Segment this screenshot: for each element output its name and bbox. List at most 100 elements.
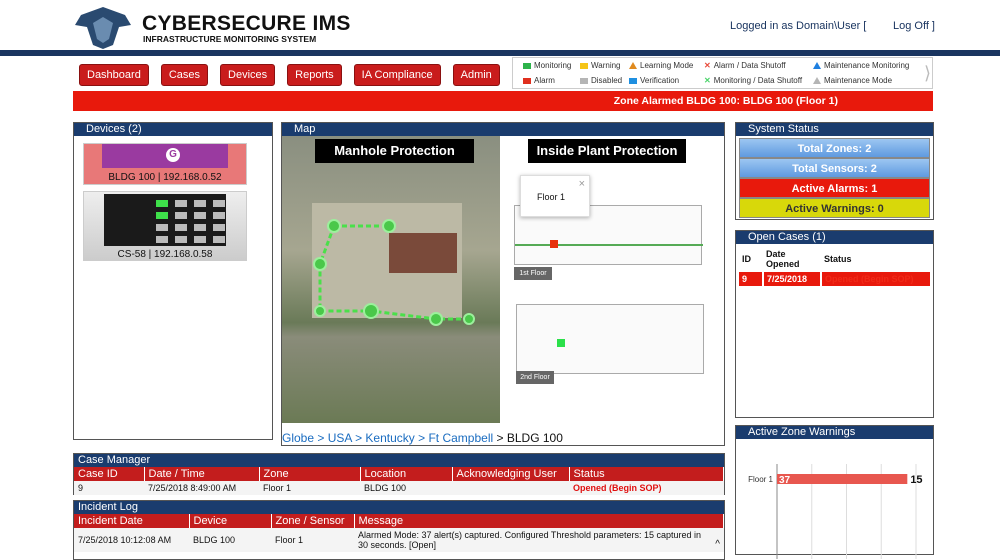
x-alarm-data-shutoff-icon: ✕: [704, 61, 711, 70]
nav-cases[interactable]: Cases: [160, 64, 209, 86]
alarm-sensor-marker[interactable]: [550, 240, 558, 248]
satellite-map[interactable]: Manhole Protection: [282, 136, 500, 423]
col-device[interactable]: Device: [189, 514, 272, 528]
legend-label: Maintenance Monitoring: [824, 61, 910, 70]
device-label: CS-58 | 192.168.0.58: [117, 249, 213, 260]
status-active-warnings[interactable]: Active Warnings: 0: [739, 198, 930, 218]
map-title: Map: [282, 123, 724, 136]
col-case-id[interactable]: Case ID: [74, 467, 145, 481]
active-zone-warnings-title: Active Zone Warnings: [736, 426, 933, 439]
alarm-banner: Zone Alarmed BLDG 100: BLDG 100 (Floor 1…: [73, 91, 933, 111]
breadcrumb-current: BLDG 100: [506, 431, 563, 445]
breadcrumb-sep: >: [493, 431, 507, 445]
status-total-zones[interactable]: Total Zones: 2: [739, 138, 930, 158]
square-alarm-icon: [523, 77, 531, 84]
floor-1-button[interactable]: 1st Floor: [514, 267, 552, 280]
popup-label: Floor 1: [537, 192, 566, 202]
breadcrumb-globe[interactable]: Globe: [282, 431, 315, 445]
scroll-up-icon[interactable]: ^: [715, 539, 720, 550]
cell-acknowledging-user: [452, 481, 569, 495]
floor-plan-2[interactable]: [516, 304, 704, 374]
floor-2-button[interactable]: 2nd Floor: [516, 371, 554, 384]
legend-monitoring: Monitoring: [523, 61, 571, 70]
triangle-learning-mode-icon: [629, 62, 637, 69]
system-status-title: System Status: [736, 123, 933, 136]
port-led: [156, 236, 168, 243]
logo-subtitle: INFRASTRUCTURE MONITORING SYSTEM: [143, 34, 317, 44]
legend-warning: Warning: [580, 61, 621, 70]
incident-log-title: Incident Log: [74, 501, 724, 514]
port-led: [175, 200, 187, 207]
header-divider: [0, 50, 1000, 56]
g-logo-icon: G: [166, 148, 180, 162]
nav-ia-compliance[interactable]: IA Compliance: [353, 64, 441, 86]
manhole-protection-label: Manhole Protection: [315, 139, 474, 163]
legend-monitoring-data-shutoff: ✕Monitoring / Data Shutoff: [704, 76, 802, 85]
open-cases-title: Open Cases (1): [736, 231, 933, 244]
log-off-link[interactable]: Log Off ]: [893, 20, 935, 32]
legend-label: Disabled: [591, 76, 623, 85]
square-monitoring-icon: [523, 62, 531, 69]
cell-location: BLDG 100: [360, 481, 452, 495]
breadcrumb-sep: >: [351, 431, 366, 445]
col-status[interactable]: Status: [569, 467, 724, 481]
port-led: [175, 212, 187, 219]
col-message[interactable]: Message: [354, 514, 724, 528]
device-card-bldg100[interactable]: G BLDG 100 | 192.168.0.52: [83, 143, 247, 185]
col-incident-date[interactable]: Incident Date: [74, 514, 190, 528]
port-led: [213, 212, 225, 219]
legend-label: Warning: [591, 61, 621, 70]
breadcrumb-usa[interactable]: USA: [327, 431, 352, 445]
eagle-logo-icon: [75, 7, 131, 49]
breadcrumb-kentucky[interactable]: Kentucky: [365, 431, 415, 445]
popup-close-icon[interactable]: ×: [578, 178, 585, 190]
nav-dashboard[interactable]: Dashboard: [79, 64, 149, 86]
col-zone-sensor[interactable]: Zone / Sensor: [271, 514, 355, 528]
case-manager-title: Case Manager: [74, 454, 724, 467]
breadcrumb-ft-campbell[interactable]: Ft Campbell: [428, 431, 494, 445]
port-led: [213, 200, 225, 207]
inside-plant-label: Inside Plant Protection: [528, 139, 686, 163]
manhole-sensor-path: [313, 219, 475, 326]
device-card-cs58[interactable]: CS-58 | 192.168.0.58: [83, 191, 247, 261]
col-acknowledging-user[interactable]: Acknowledging User: [452, 467, 570, 481]
legend-label: Alarm: [534, 76, 555, 85]
nav-devices[interactable]: Devices: [220, 64, 276, 86]
square-warning-icon: [580, 62, 588, 69]
cell-zone-sensor: Floor 1: [271, 528, 354, 552]
col-date-time[interactable]: Date / Time: [144, 467, 260, 481]
port-led: [194, 200, 206, 207]
triangle-maintenance-monitoring-icon: [813, 62, 821, 69]
port-led: [194, 212, 206, 219]
triangle-maintenance-mode-icon: [813, 77, 821, 84]
col-zone[interactable]: Zone: [259, 467, 361, 481]
case-id: 9: [739, 272, 764, 286]
col-id: ID: [742, 254, 751, 264]
status-total-sensors[interactable]: Total Sensors: 2: [739, 158, 930, 178]
port-led: [156, 224, 168, 231]
normal-sensor-marker[interactable]: [557, 339, 565, 347]
nav-admin[interactable]: Admin: [452, 64, 500, 86]
nav-reports[interactable]: Reports: [287, 64, 342, 86]
legend-alarm-data-shutoff: ✕Alarm / Data Shutoff: [704, 61, 786, 70]
legend-label: Learning Mode: [640, 61, 694, 70]
legend-scroll-right-icon[interactable]: ⟩: [924, 63, 932, 83]
col-location[interactable]: Location: [360, 467, 453, 481]
port-led: [194, 224, 206, 231]
port-led: [194, 236, 206, 243]
status-active-alarms[interactable]: Active Alarms: 1: [739, 178, 930, 198]
case-status: Opened (Begin SOP): [825, 274, 914, 284]
logged-in-user: Logged in as Domain\User [: [730, 20, 867, 32]
map-panel: Map Manhole Protection Inside Plant Prot…: [281, 122, 725, 446]
port-led: [156, 200, 168, 207]
legend-label: Alarm / Data Shutoff: [713, 61, 786, 70]
